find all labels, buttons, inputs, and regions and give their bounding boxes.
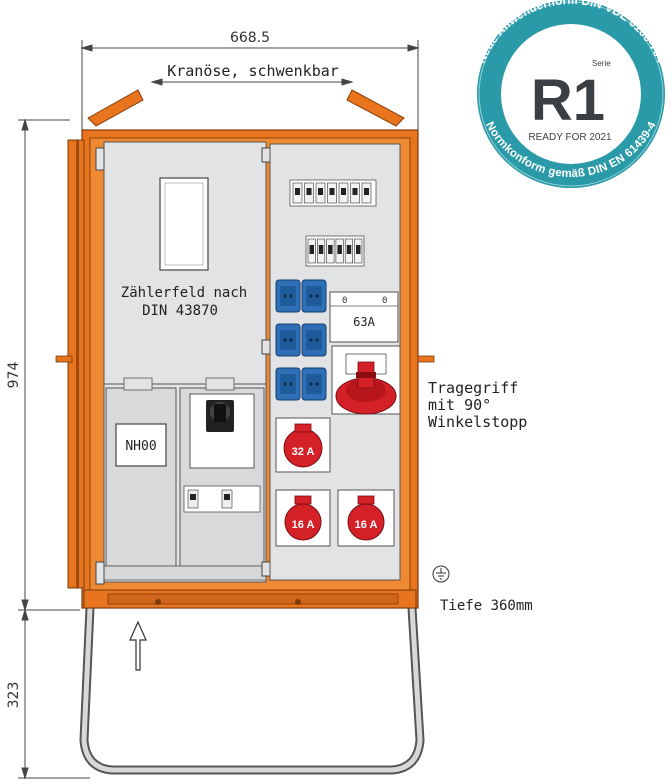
breaker-top-6[interactable] bbox=[350, 182, 360, 204]
schuko-socket-5[interactable] bbox=[275, 367, 301, 401]
cee-socket-32a[interactable]: 32 A bbox=[275, 417, 331, 473]
up-arrow-icon bbox=[129, 620, 147, 671]
schuko-socket-2[interactable] bbox=[301, 279, 327, 313]
crane-eye-right bbox=[346, 89, 405, 127]
handle-label-line1: Tragegriff bbox=[428, 379, 518, 397]
handle-label-line3: Winkelstopp bbox=[428, 413, 527, 431]
meter-field-bottom-rail bbox=[103, 565, 267, 581]
meter-field-panel: Zählerfeld nach DIN 43870 NH00 bbox=[103, 141, 267, 583]
breaker-mid-2[interactable] bbox=[316, 238, 326, 264]
handle-label-line2: mit 90° bbox=[428, 396, 491, 414]
breaker-top-4[interactable] bbox=[327, 182, 337, 204]
fuse-label: NH00 bbox=[125, 439, 156, 454]
stand-height-dimension: 323 bbox=[6, 682, 22, 709]
schuko-socket-4[interactable] bbox=[301, 323, 327, 357]
breaker-top-5[interactable] bbox=[338, 182, 349, 204]
switch-63a-block: 0 0 63A bbox=[329, 291, 399, 343]
circuit-breaker-row-middle[interactable] bbox=[305, 235, 365, 267]
badge-subtitle: READY FOR 2021 bbox=[528, 132, 612, 143]
cee-32a-label: 32 A bbox=[292, 446, 315, 458]
badge-series-label: Serie bbox=[592, 59, 611, 68]
schuko-socket-group bbox=[275, 279, 327, 401]
breaker-top-1[interactable] bbox=[292, 182, 303, 204]
meter-field-label-line1: Zählerfeld nach bbox=[121, 285, 247, 301]
switch-63a-label: 63A bbox=[353, 315, 375, 329]
schuko-socket-1[interactable] bbox=[275, 279, 301, 313]
circuit-breakers-left[interactable] bbox=[183, 485, 261, 513]
breaker-top-7[interactable] bbox=[361, 182, 372, 204]
stand-frame bbox=[79, 607, 425, 775]
schuko-socket-6[interactable] bbox=[301, 367, 327, 401]
dimension-lines bbox=[18, 40, 420, 780]
width-dimension: 668.5 bbox=[230, 30, 270, 46]
breaker-top-2[interactable] bbox=[304, 182, 314, 204]
badge-series: R1 bbox=[531, 68, 605, 133]
crane-eye-left bbox=[87, 89, 144, 127]
breaker-mid-4[interactable] bbox=[335, 238, 344, 264]
breaker-mid-6[interactable] bbox=[354, 238, 363, 264]
breaker-top-3[interactable] bbox=[315, 182, 326, 204]
depth-label: Tiefe 360mm bbox=[440, 598, 533, 614]
breaker-mid-3[interactable] bbox=[326, 238, 335, 264]
door-hinges bbox=[95, 147, 271, 585]
cee-socket-16a-left[interactable]: 16 A bbox=[275, 489, 331, 547]
cee-16a-right-label: 16 A bbox=[355, 519, 378, 531]
crane-eye-label: Kranöse, schwenkbar bbox=[167, 62, 339, 80]
svg-text:0: 0 bbox=[342, 296, 347, 306]
height-dimension: 974 bbox=[6, 362, 22, 389]
svg-text:0: 0 bbox=[382, 296, 387, 306]
circuit-breaker-row-top[interactable] bbox=[289, 179, 377, 207]
meter-field-label-line2: DIN 43870 bbox=[142, 303, 218, 319]
breaker-mid-5[interactable] bbox=[344, 238, 354, 264]
cee-16a-left-label: 16 A bbox=[292, 519, 315, 531]
cee-socket-16a-right[interactable]: 16 A bbox=[337, 489, 395, 547]
earth-ground-icon bbox=[432, 565, 450, 583]
main-switch-knob[interactable] bbox=[206, 400, 234, 432]
cee-socket-63a[interactable] bbox=[331, 345, 401, 415]
schuko-socket-3[interactable] bbox=[275, 323, 301, 357]
r1-series-badge: Neue Anwendernorm DIN VDE 0100-704 Normk… bbox=[476, 0, 666, 188]
breaker-mid-1[interactable] bbox=[307, 238, 316, 264]
